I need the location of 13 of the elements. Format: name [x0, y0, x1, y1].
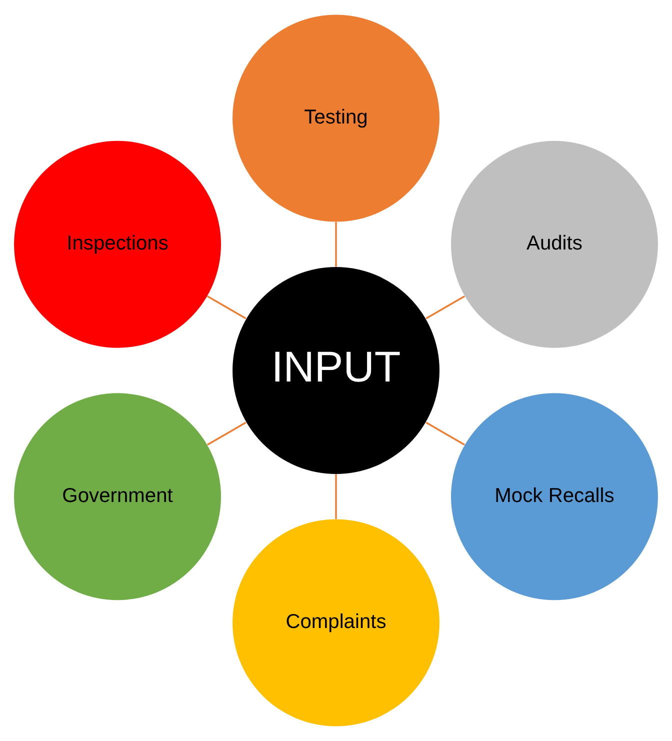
node-circle: INPUT	[232, 267, 440, 474]
node-circle: Audits	[451, 140, 658, 348]
node-circle: Complaints	[232, 519, 440, 726]
connector	[426, 296, 465, 320]
connector	[335, 222, 337, 267]
node-circle: Inspections	[14, 140, 221, 348]
connector	[207, 296, 246, 320]
connector	[207, 422, 246, 446]
connector	[426, 422, 465, 446]
connector	[335, 474, 337, 520]
node-circle: Government	[14, 393, 221, 600]
node-circle: Testing	[232, 14, 440, 222]
node-circle: Mock Recalls	[451, 393, 658, 600]
